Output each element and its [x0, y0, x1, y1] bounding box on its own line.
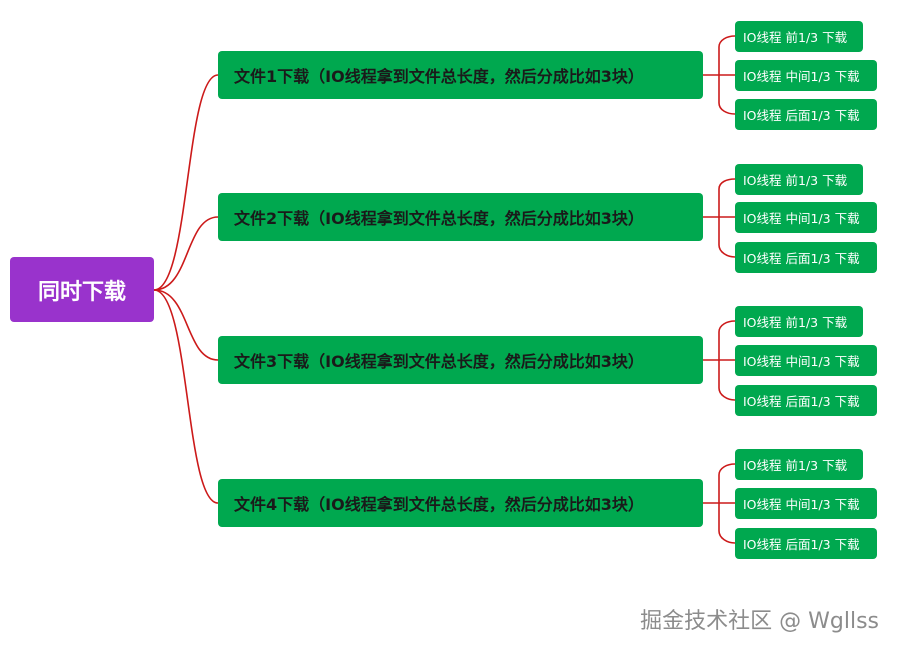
leaf-node-label: IO线程 前1/3 下载	[743, 173, 848, 188]
branch-2-to-leaves	[703, 178, 736, 258]
leaf-node-file-4-middle-third[interactable]: IO线程 中间1/3 下载	[735, 488, 877, 519]
leaf-node-file-1-first-third[interactable]: IO线程 前1/3 下载	[735, 21, 863, 52]
leaf-node-file-3-first-third[interactable]: IO线程 前1/3 下载	[735, 306, 863, 337]
watermark: 掘金技术社区 @ Wgllss	[640, 609, 879, 634]
branch-node-file-3[interactable]: 文件3下载（IO线程拿到文件总长度，然后分成比如3块）	[218, 336, 703, 384]
root-node[interactable]: 同时下载	[10, 257, 154, 322]
leaf-node-label: IO线程 后面1/3 下载	[743, 108, 860, 123]
leaf-node-label: IO线程 中间1/3 下载	[743, 211, 860, 226]
branch-1-to-leaves	[703, 35, 736, 115]
leaf-node-label: IO线程 中间1/3 下载	[743, 69, 860, 84]
root-to-branch-3	[153, 289, 219, 361]
root-node-label: 同时下载	[37, 279, 126, 305]
leaf-node-file-3-middle-third[interactable]: IO线程 中间1/3 下载	[735, 345, 877, 376]
leaf-node-file-4-first-third[interactable]: IO线程 前1/3 下载	[735, 449, 863, 480]
branch-3-to-leaves	[703, 320, 736, 401]
branch-node-label: 文件3下载（IO线程拿到文件总长度，然后分成比如3块）	[234, 352, 644, 371]
leaf-node-label: IO线程 后面1/3 下载	[743, 251, 860, 266]
leaf-node-file-3-last-third[interactable]: IO线程 后面1/3 下载	[735, 385, 877, 416]
root-to-branch-4	[153, 289, 219, 504]
branch-node-label: 文件4下载（IO线程拿到文件总长度，然后分成比如3块）	[234, 495, 644, 514]
root-to-branch-2	[153, 216, 219, 291]
leaf-node-label: IO线程 中间1/3 下载	[743, 497, 860, 512]
leaf-node-file-4-last-third[interactable]: IO线程 后面1/3 下载	[735, 528, 877, 559]
leaf-node-label: IO线程 前1/3 下载	[743, 30, 848, 45]
root-to-branch-1	[153, 74, 219, 291]
leaf-node-label: IO线程 中间1/3 下载	[743, 354, 860, 369]
branch-node-file-4[interactable]: 文件4下载（IO线程拿到文件总长度，然后分成比如3块）	[218, 479, 703, 527]
leaf-node-file-1-last-third[interactable]: IO线程 后面1/3 下载	[735, 99, 877, 130]
leaf-node-label: IO线程 后面1/3 下载	[743, 537, 860, 552]
branch-node-file-2[interactable]: 文件2下载（IO线程拿到文件总长度，然后分成比如3块）	[218, 193, 703, 241]
leaf-node-file-2-last-third[interactable]: IO线程 后面1/3 下载	[735, 242, 877, 273]
leaf-node-file-2-first-third[interactable]: IO线程 前1/3 下载	[735, 164, 863, 195]
branch-4-to-leaves	[703, 463, 736, 544]
branch-node-label: 文件2下载（IO线程拿到文件总长度，然后分成比如3块）	[234, 209, 644, 228]
leaf-node-file-2-middle-third[interactable]: IO线程 中间1/3 下载	[735, 202, 877, 233]
leaf-node-label: IO线程 前1/3 下载	[743, 315, 848, 330]
leaf-node-file-1-middle-third[interactable]: IO线程 中间1/3 下载	[735, 60, 877, 91]
leaf-node-label: IO线程 前1/3 下载	[743, 458, 848, 473]
leaf-node-label: IO线程 后面1/3 下载	[743, 394, 860, 409]
branch-node-file-1[interactable]: 文件1下载（IO线程拿到文件总长度，然后分成比如3块）	[218, 51, 703, 99]
branch-node-label: 文件1下载（IO线程拿到文件总长度，然后分成比如3块）	[234, 67, 644, 86]
